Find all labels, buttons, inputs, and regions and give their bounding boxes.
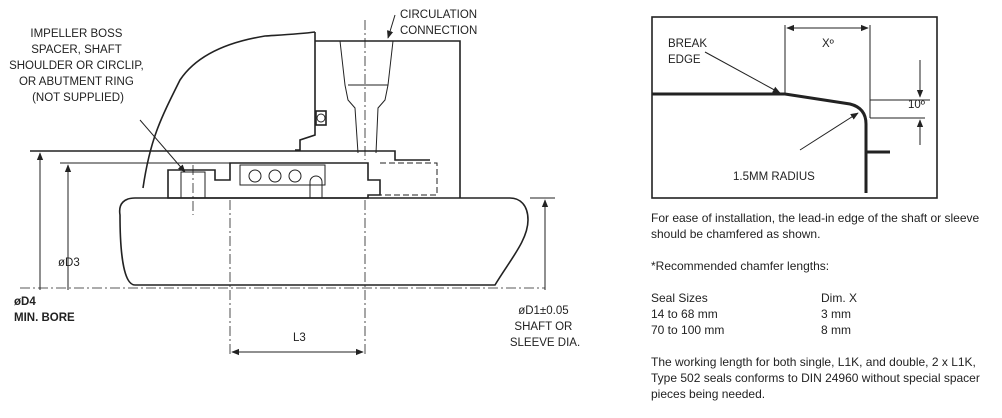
radius-label: 1.5MM RADIUS bbox=[733, 171, 815, 183]
angle-label: 10º bbox=[908, 99, 926, 111]
d1-label: øD1±0.05 SHAFT OR SLEEVE DIA. bbox=[510, 305, 580, 349]
d3-label: øD3 bbox=[58, 257, 80, 269]
impeller-label: IMPELLER BOSS SPACER, SHAFT SHOULDER OR … bbox=[9, 28, 147, 104]
chamfer-table: Seal Sizes Dim. X 14 to 68 mm 3 mm 70 to… bbox=[651, 290, 991, 338]
table-cell: 3 mm bbox=[821, 307, 851, 321]
table-cell: 14 to 68 mm bbox=[651, 307, 718, 321]
l3-label: L3 bbox=[293, 332, 306, 344]
chamfer-detail bbox=[651, 16, 938, 199]
table-header: Seal Sizes bbox=[651, 291, 708, 305]
table-cell: 8 mm bbox=[821, 323, 851, 337]
d4-label: øD4 bbox=[14, 296, 36, 308]
intro-note: For ease of installation, the lead-in ed… bbox=[651, 211, 980, 241]
table-header: Dim. X bbox=[821, 291, 857, 305]
x-degree-label: Xº bbox=[822, 38, 835, 50]
recommended-heading: *Recommended chamfer lengths: bbox=[651, 259, 830, 273]
working-length-note: The working length for both single, L1K,… bbox=[651, 355, 980, 401]
seal-cross-section bbox=[20, 14, 555, 356]
installation-notes: For ease of installation, the lead-in ed… bbox=[651, 210, 991, 418]
d4-min-bore-label: MIN. BORE bbox=[14, 312, 75, 324]
circulation-label: CIRCULATION CONNECTION bbox=[400, 9, 480, 37]
break-edge-label: BREAK EDGE bbox=[668, 38, 710, 66]
table-cell: 70 to 100 mm bbox=[651, 323, 725, 337]
